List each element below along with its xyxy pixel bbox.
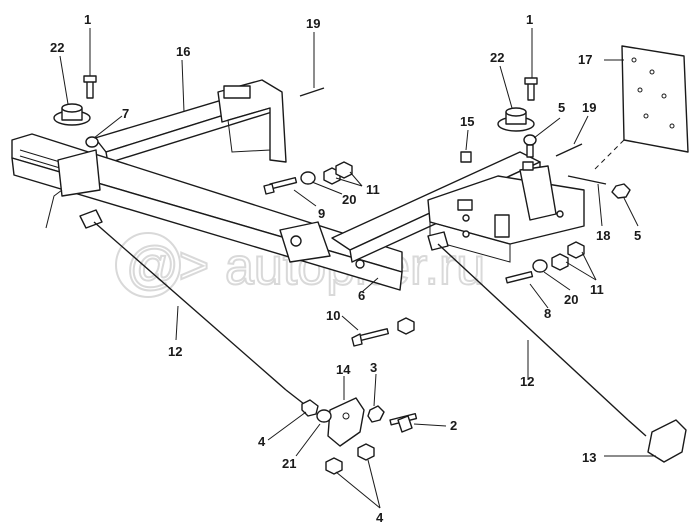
bracket-14-assembly bbox=[316, 397, 418, 475]
callout-11-left: 11 bbox=[366, 182, 380, 197]
shield-panel-17 bbox=[593, 45, 689, 171]
callout-labels: 1 22 7 16 19 1 22 5 15 19 17 11 20 9 18 … bbox=[50, 12, 641, 525]
frame-rear-crossbeam bbox=[94, 79, 287, 164]
frame-front-crossmember bbox=[11, 133, 403, 291]
callout-19-right: 19 bbox=[582, 100, 596, 115]
bolt-group-left bbox=[263, 161, 353, 195]
frame-hook-line bbox=[45, 189, 63, 229]
tension-rod-right bbox=[427, 231, 647, 437]
leader-lines bbox=[59, 28, 656, 509]
callout-19-left: 19 bbox=[306, 16, 320, 31]
callout-4-bottom: 4 bbox=[376, 510, 384, 525]
callout-17: 17 bbox=[578, 52, 592, 67]
engine-mount-left bbox=[53, 75, 99, 148]
callout-11-right: 11 bbox=[590, 282, 604, 297]
callout-5-right: 5 bbox=[634, 228, 641, 243]
frame-right-member bbox=[331, 151, 585, 263]
callout-13: 13 bbox=[582, 450, 596, 465]
bolt-group-right bbox=[505, 241, 585, 284]
rod-18 bbox=[567, 175, 607, 185]
callout-12-right: 12 bbox=[520, 374, 534, 389]
bracket-13 bbox=[647, 419, 687, 463]
callout-7: 7 bbox=[122, 106, 129, 121]
callout-18: 18 bbox=[596, 228, 610, 243]
bolt-10-and-nut-6 bbox=[351, 317, 415, 347]
callout-20-right: 20 bbox=[564, 292, 578, 307]
stud-19-left bbox=[299, 87, 325, 97]
plate-15 bbox=[460, 151, 472, 163]
callout-5-top: 5 bbox=[558, 100, 565, 115]
callout-22-right: 22 bbox=[490, 50, 504, 65]
callout-15: 15 bbox=[460, 114, 474, 129]
callout-6: 6 bbox=[358, 288, 365, 303]
callout-4-left: 4 bbox=[258, 434, 266, 449]
nut-5-right bbox=[611, 183, 631, 199]
stud-19-right bbox=[555, 143, 583, 157]
callout-16: 16 bbox=[176, 44, 190, 59]
callout-9: 9 bbox=[318, 206, 325, 221]
callout-1-right: 1 bbox=[526, 12, 533, 27]
callout-3: 3 bbox=[370, 360, 377, 375]
callout-2: 2 bbox=[450, 418, 457, 433]
callout-10: 10 bbox=[326, 308, 340, 323]
callout-8: 8 bbox=[544, 306, 551, 321]
callout-21: 21 bbox=[282, 456, 296, 471]
callout-1-left: 1 bbox=[84, 12, 91, 27]
engine-mount-right bbox=[497, 77, 538, 158]
callout-20-left: 20 bbox=[342, 192, 356, 207]
callout-14: 14 bbox=[336, 362, 351, 377]
callout-22-left: 22 bbox=[50, 40, 64, 55]
callout-12-left: 12 bbox=[168, 344, 182, 359]
